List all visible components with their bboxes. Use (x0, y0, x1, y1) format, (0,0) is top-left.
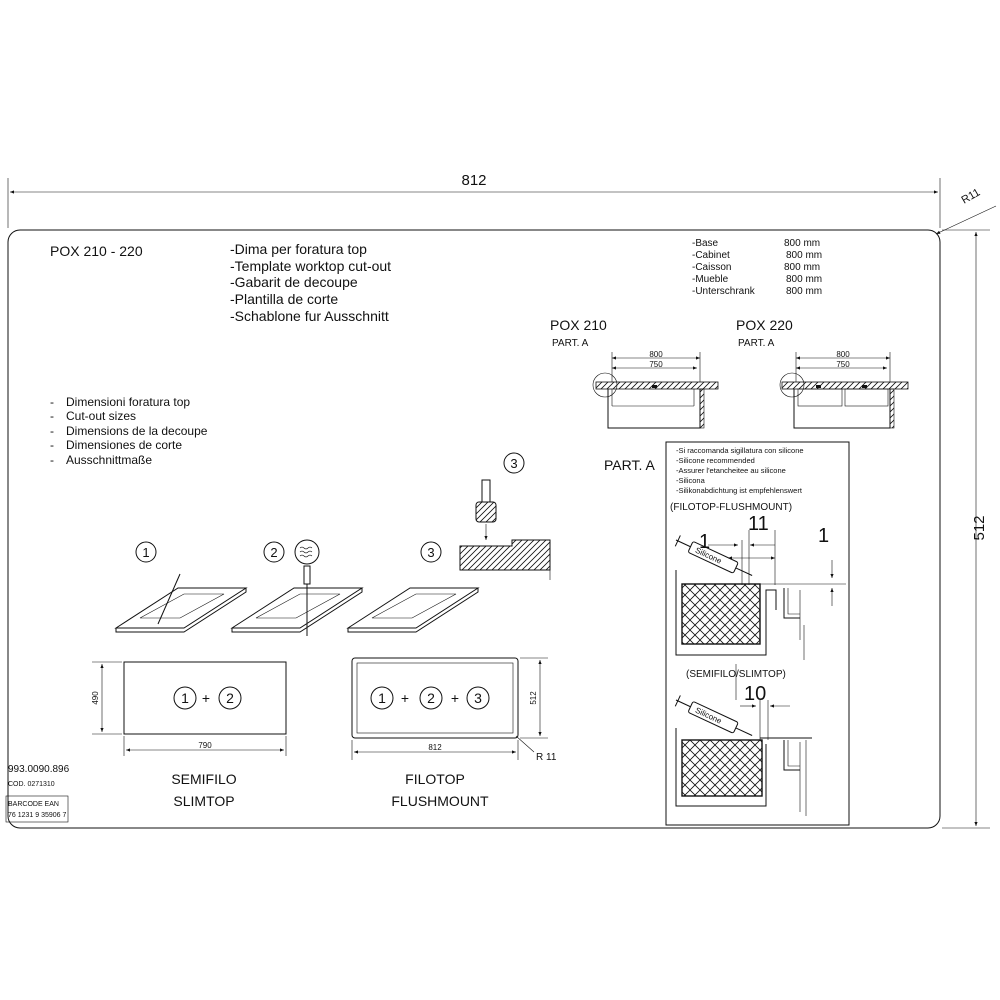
svg-text:800: 800 (836, 350, 850, 359)
svg-text:-Assurer l'etancheitee au sili: -Assurer l'etancheitee au silicone (676, 466, 786, 475)
svg-text:+: + (451, 690, 459, 706)
cod-number: COD. 0271310 (8, 781, 55, 788)
svg-text:-Silikonabdichtung ist empfehl: -Silikonabdichtung ist empfehlenswert (676, 486, 803, 495)
svg-text:-: - (50, 424, 54, 438)
height-dimension-value: 512 (971, 515, 988, 540)
svg-text:+: + (401, 690, 409, 706)
svg-text:800 mm: 800 mm (784, 238, 820, 249)
step2-marker: 2 (263, 539, 320, 565)
cutout-sizes-list: - Dimensioni foratura top - Cut-out size… (50, 395, 208, 467)
slimtop-cutout: 490 790 1 + 2 (91, 661, 287, 756)
corner-radius-callout: R11 (935, 187, 997, 235)
svg-text:-: - (50, 453, 54, 467)
model-title: POX 210 - 220 (50, 243, 143, 259)
svg-text:800: 800 (649, 350, 663, 359)
flushmount-detail-drawing: 1 11 1 Silicone (674, 513, 846, 660)
template-title-de: -Schablone fur Ausschnitt (230, 308, 389, 324)
template-title-en: -Template worktop cut-out (230, 258, 391, 274)
right-height-dimension: 512 (942, 229, 990, 829)
silicone-notes-list: -Si raccomanda sigillatura con silicone … (676, 446, 804, 495)
svg-text:800 mm: 800 mm (784, 262, 820, 273)
silicone-detail-box (665, 441, 850, 826)
svg-text:3: 3 (510, 456, 517, 471)
pox210-section-drawing: POX 210 PART. A 800 750 (550, 317, 719, 429)
top-width-dimension: 812 (7, 172, 941, 228)
corner-radius-label: R11 (960, 187, 983, 207)
svg-text:1: 1 (699, 531, 710, 553)
slimtop-name-line1: SEMIFILO (171, 771, 236, 787)
slimtop-detail-drawing: 10 Silicone (674, 683, 812, 816)
worktop-panel-step1 (114, 573, 248, 633)
svg-text:-Mueble: -Mueble (692, 274, 729, 285)
router-tool-drawing (459, 479, 551, 580)
svg-text:-Cabinet: -Cabinet (692, 250, 730, 261)
svg-text:3: 3 (474, 690, 482, 706)
step1-marker: 1 (135, 541, 157, 563)
svg-text:1: 1 (142, 545, 149, 560)
router-step-marker: 3 (503, 452, 525, 474)
pox210-title: POX 210 (550, 317, 607, 333)
svg-text:Ausschnittmaße: Ausschnittmaße (66, 453, 152, 467)
barcode-number: 76 1231 9 35906 7 (8, 812, 66, 819)
svg-text:Cut-out sizes: Cut-out sizes (66, 409, 136, 423)
svg-text:-: - (50, 395, 54, 409)
svg-text:750: 750 (836, 360, 850, 369)
svg-text:-: - (50, 409, 54, 423)
flushmount-detail-title: (FILOTOP-FLUSHMOUNT) (670, 502, 792, 513)
svg-text:Dimensiones de corte: Dimensiones de corte (66, 438, 182, 452)
slimtop-name-line2: SLIMTOP (173, 793, 234, 809)
pox220-section-drawing: POX 220 PART. A 800 750 (736, 317, 909, 429)
slimtop-height-dim: 490 (91, 691, 100, 705)
svg-text:750: 750 (649, 360, 663, 369)
svg-text:-Si raccomanda sigillatura con: -Si raccomanda sigillatura con silicone (676, 446, 804, 455)
document-code: 993.0090.896 (8, 764, 70, 775)
barcode-box (5, 795, 69, 823)
svg-text:2: 2 (226, 690, 234, 706)
svg-text:11: 11 (748, 513, 769, 535)
flushmount-height-dim: 512 (529, 691, 538, 705)
svg-text:-: - (50, 438, 54, 452)
svg-text:-Unterschrank: -Unterschrank (692, 286, 756, 297)
svg-text:1: 1 (181, 690, 189, 706)
svg-text:-Base: -Base (692, 238, 719, 249)
svg-text:-Silicone recommended: -Silicone recommended (676, 456, 755, 465)
flushmount-name-line2: FLUSHMOUNT (391, 793, 489, 809)
slimtop-width-dim: 790 (198, 741, 212, 750)
template-sheet-outline (7, 229, 941, 829)
pox210-part-label: PART. A (552, 338, 589, 349)
template-title-list: -Dima per foratura top -Template worktop… (230, 241, 391, 324)
svg-text:800 mm: 800 mm (786, 274, 822, 285)
template-title-fr: -Gabarit de decoupe (230, 274, 358, 290)
worktop-panel-step2 (230, 565, 364, 636)
svg-text:Dimensions de la decoupe: Dimensions de la decoupe (66, 424, 208, 438)
svg-text:800 mm: 800 mm (786, 286, 822, 297)
svg-text:10: 10 (744, 683, 766, 705)
base-size-table: -Base 800 mm -Cabinet 800 mm -Caisson 80… (692, 238, 822, 297)
part-a-detail-label: PART. A (604, 457, 656, 473)
svg-text:-Caisson: -Caisson (692, 262, 731, 273)
svg-text:+: + (202, 690, 210, 706)
flushmount-width-dim: 812 (428, 743, 442, 752)
step3-marker: 3 (420, 541, 442, 563)
flushmount-radius-label: R 11 (536, 752, 557, 763)
svg-text:2: 2 (270, 545, 277, 560)
worktop-panel-step3 (346, 587, 480, 633)
flushmount-name-line1: FILOTOP (405, 771, 465, 787)
svg-text:2: 2 (427, 690, 435, 706)
width-dimension-value: 812 (461, 172, 486, 189)
svg-text:Dimensioni foratura top: Dimensioni foratura top (66, 395, 190, 409)
template-title-it: -Dima per foratura top (230, 241, 367, 257)
svg-text:1: 1 (378, 690, 386, 706)
template-title-es: -Plantilla de corte (230, 291, 338, 307)
barcode-label: BARCODE EAN (8, 801, 59, 808)
jigsaw-wave-icon (294, 539, 320, 565)
flushmount-cutout: 512 812 R 11 1 + 2 + 3 (351, 657, 557, 763)
svg-text:1: 1 (818, 525, 829, 547)
pox220-part-label: PART. A (738, 338, 775, 349)
svg-text:3: 3 (427, 545, 434, 560)
svg-text:800 mm: 800 mm (786, 250, 822, 261)
svg-text:-Silicona: -Silicona (676, 476, 706, 485)
pox220-title: POX 220 (736, 317, 793, 333)
